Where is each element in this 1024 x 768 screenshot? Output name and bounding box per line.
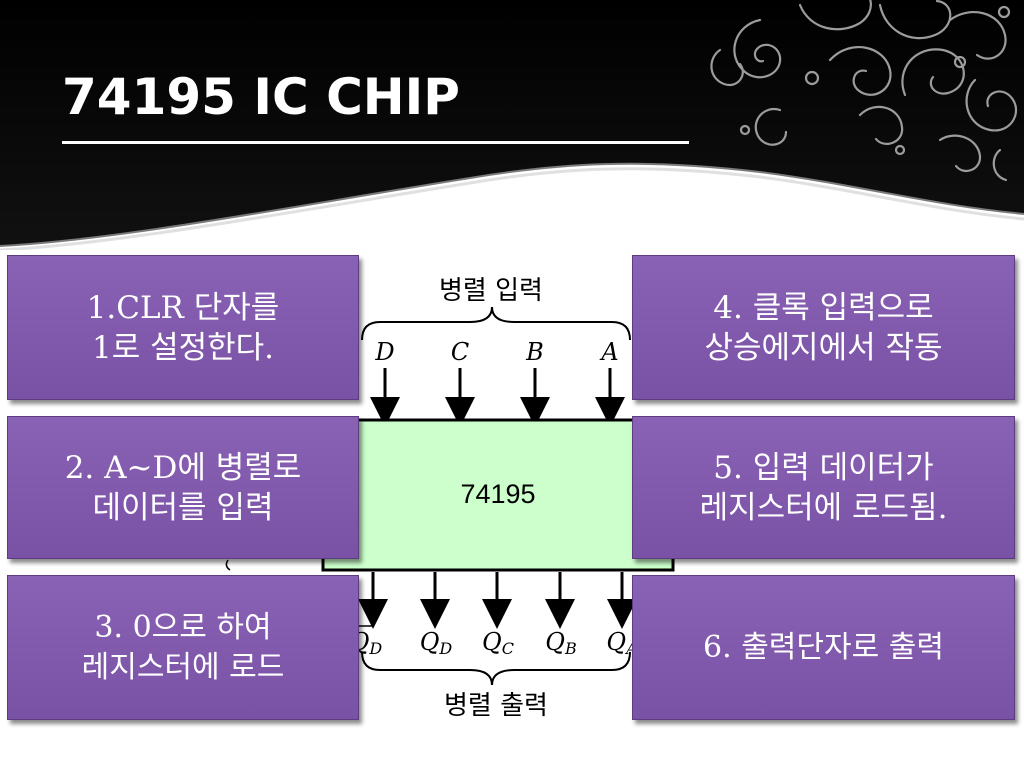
chip-body: [321, 418, 675, 572]
callout-line: 5. 입력 데이터가: [713, 449, 934, 486]
input-pins: D C B A: [370, 338, 625, 427]
callout-line: 1로 설정한다.: [91, 329, 275, 366]
header-banner: [0, 0, 1024, 250]
output-pin-letter: Q: [606, 628, 626, 656]
output-pin-subscript: D: [368, 639, 382, 658]
callout-line: 상승에지에서 작동: [704, 329, 943, 366]
callout-line: 레지스터에 로드됨.: [699, 489, 948, 526]
callout-line: 레지스터에 로드: [81, 649, 285, 685]
callout-line: 2. A~D에 병렬로: [64, 449, 302, 486]
title-underline: [62, 141, 689, 144]
output-pin-subscript: B: [564, 639, 577, 658]
callout-step-1: 1.CLR 단자를 1로 설정한다.: [7, 255, 359, 400]
output-pin-label: QD: [420, 628, 453, 658]
output-pin-label: QC: [482, 628, 514, 658]
input-pin: B: [520, 338, 550, 427]
callout-step-5: 5. 입력 데이터가 레지스터에 로드됨.: [632, 416, 1015, 559]
output-pin-letter: Q: [482, 628, 502, 656]
callout-line: 6. 출력단자로 출력: [703, 629, 944, 665]
input-pin: D: [370, 338, 400, 427]
callout-step-4: 4. 클록 입력으로 상승에지에서 작동: [632, 255, 1015, 400]
callout-line: 1.CLR 단자를: [86, 289, 280, 326]
output-brace: [361, 651, 631, 686]
callout-line: 데이터를 입력: [92, 489, 274, 526]
callout-line: 4. 클록 입력으로: [713, 289, 934, 326]
chip-label: 74195: [460, 479, 535, 509]
input-pin: A: [595, 338, 625, 427]
output-pin-letter: Q: [420, 628, 440, 656]
circuit-diagram: 병렬 입력 D C B A 74195 QD QD QC: [225, 276, 675, 721]
callout-line: 3. 0으로 하여: [94, 609, 272, 645]
output-pin-letter: Q: [545, 628, 565, 656]
parallel-input-label: 병렬 입력: [439, 276, 543, 306]
callout-step-6: 6. 출력단자로 출력: [632, 575, 1015, 720]
output-pin-subscript: D: [438, 639, 452, 658]
callout-step-3: 3. 0으로 하여 레지스터에 로드: [7, 575, 359, 720]
input-pin-label: A: [599, 338, 618, 366]
output-pin-label: QB: [545, 628, 577, 658]
left-pin-stub: [225, 559, 231, 571]
callout-step-2: 2. A~D에 병렬로 데이터를 입력: [7, 416, 359, 559]
input-pin-label: C: [451, 338, 469, 366]
output-pins: QD QD QC QB QA: [350, 572, 638, 658]
slide-title: 74195 IC CHIP: [62, 68, 460, 126]
parallel-output-label: 병렬 출력: [444, 691, 548, 721]
input-brace: [361, 306, 631, 341]
swirl-ornament: [710, 0, 1018, 182]
input-pin-label: B: [525, 338, 544, 366]
output-pin-subscript: C: [502, 639, 514, 658]
input-pin-label: D: [374, 338, 394, 366]
input-pin: C: [445, 338, 475, 427]
